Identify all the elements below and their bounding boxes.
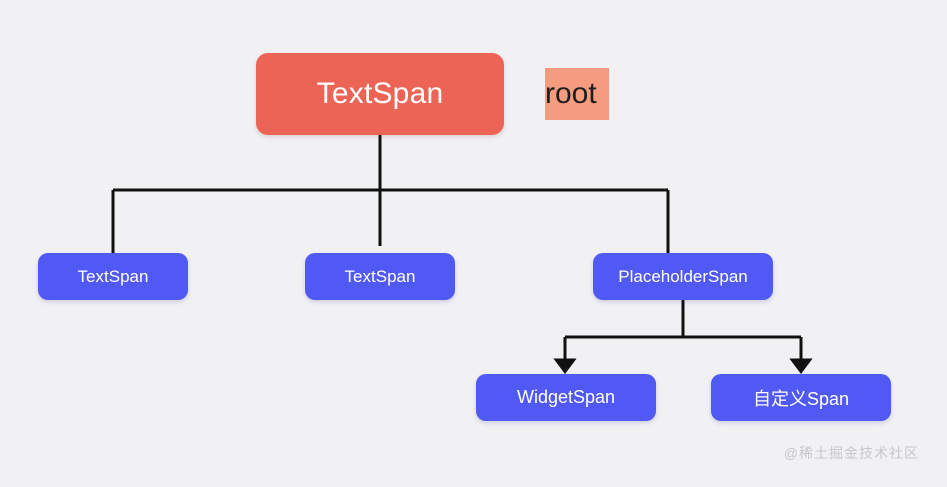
node-placeholderspan[interactable]: PlaceholderSpan (593, 253, 773, 300)
node-custom-span-label: 自定义Span (752, 388, 850, 409)
root-annotation-tag: root (545, 68, 609, 120)
node-widgetspan[interactable]: WidgetSpan (476, 374, 656, 421)
node-widgetspan-label: WidgetSpan (516, 387, 616, 407)
node-root-textspan[interactable]: TextSpan (256, 53, 504, 135)
node-placeholderspan-label: PlaceholderSpan (618, 266, 748, 286)
node-root-label: TextSpan (316, 77, 444, 110)
watermark: @稀土掘金技术社区 (783, 445, 919, 461)
node-custom-span[interactable]: 自定义Span (711, 374, 891, 421)
node-textspan-1[interactable]: TextSpan (38, 253, 188, 300)
node-textspan-2-label: TextSpan (344, 266, 416, 286)
root-annotation-label: root (545, 77, 597, 110)
node-textspan-1-label: TextSpan (77, 266, 149, 286)
node-textspan-2[interactable]: TextSpan (305, 253, 455, 300)
